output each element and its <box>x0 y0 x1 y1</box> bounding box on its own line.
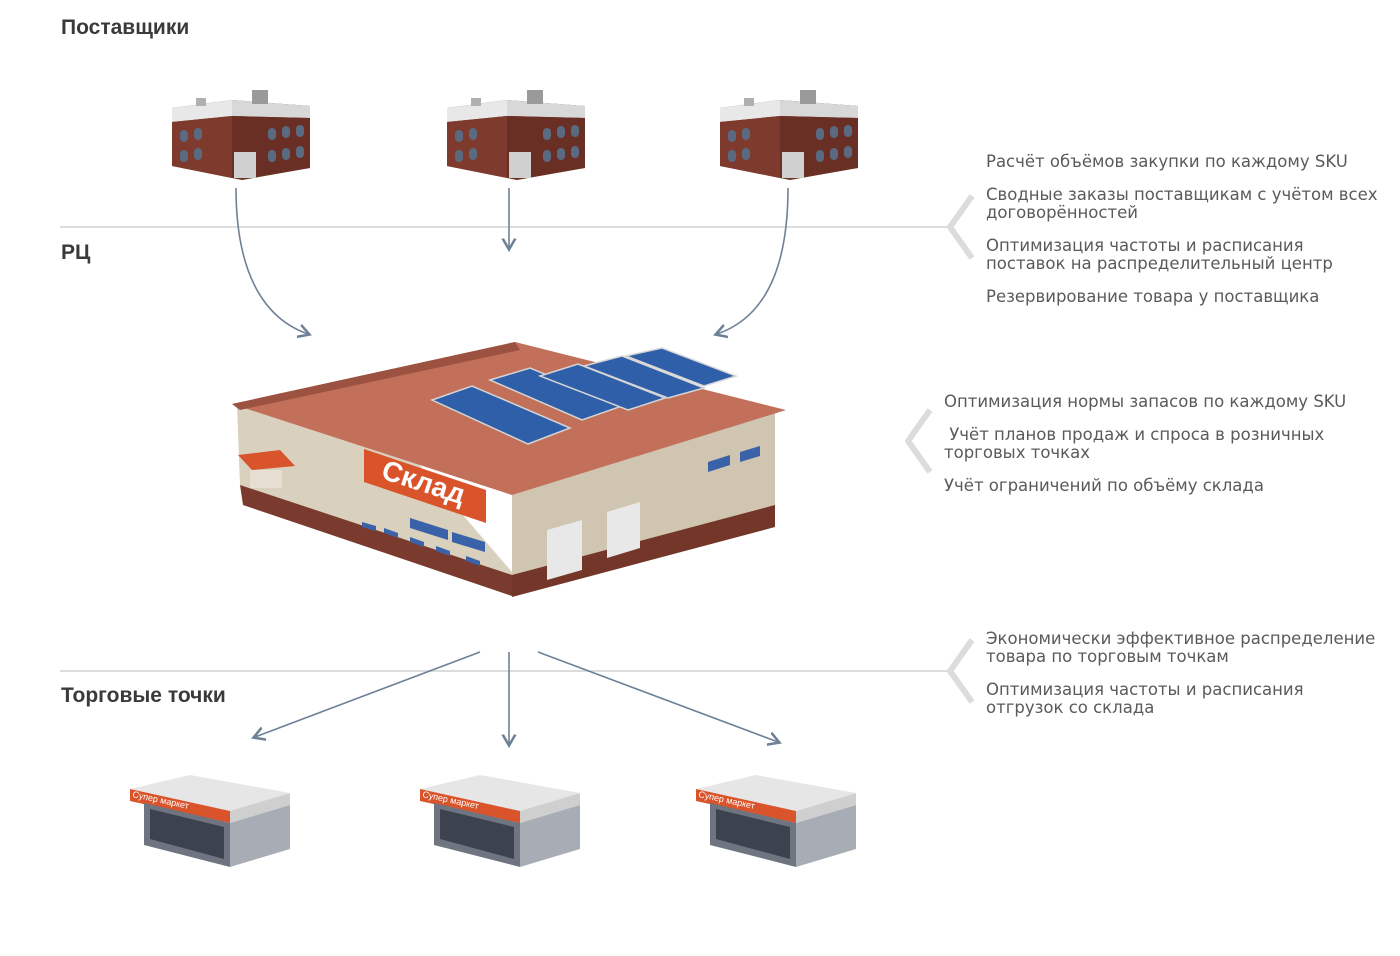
bullet-group-stock: Оптимизация нормы запасов по каждому SKU… <box>944 393 1384 510</box>
arrow-supplier3-to-dc <box>717 188 788 334</box>
store-1: Супер маркет <box>130 775 290 867</box>
bullet-item: Учёт ограничений по объёму склада <box>944 477 1384 495</box>
arrow-dc-to-store1 <box>255 652 480 737</box>
chevron-icon-1 <box>950 196 972 258</box>
store-3: Супер маркет <box>696 775 856 867</box>
store-2: Супер маркет <box>420 775 580 867</box>
chevron-icon-3 <box>950 640 972 702</box>
supplier-building-1 <box>172 90 310 180</box>
bullet-item: Резервирование товара у поставщика <box>986 288 1386 306</box>
bullet-item: Оптимизация частоты и расписания отгрузо… <box>986 681 1316 717</box>
arrow-supplier1-to-dc <box>236 188 308 334</box>
bullet-item: Расчёт объёмов закупки по каждому SKU <box>986 153 1386 171</box>
warehouse-building: Склад <box>232 342 786 597</box>
supplier-building-2 <box>447 90 585 180</box>
bullet-item: Сводные заказы поставщикам с учётом всех… <box>986 186 1386 222</box>
supplier-building-3 <box>720 90 858 180</box>
bullet-group-distribution: Экономически эффективное распределение т… <box>986 630 1386 732</box>
bullet-item: Оптимизация нормы запасов по каждому SKU <box>944 393 1384 411</box>
bullet-item: Учёт планов продаж и спроса в розничных … <box>944 426 1334 462</box>
bullet-item: Экономически эффективное распределение т… <box>986 630 1386 666</box>
chevron-icon-2 <box>908 410 930 472</box>
bullet-item: Оптимизация частоты и расписания поставо… <box>986 237 1386 273</box>
bullet-group-procurement: Расчёт объёмов закупки по каждому SKU Св… <box>986 153 1386 321</box>
arrow-dc-to-store3 <box>538 652 778 742</box>
